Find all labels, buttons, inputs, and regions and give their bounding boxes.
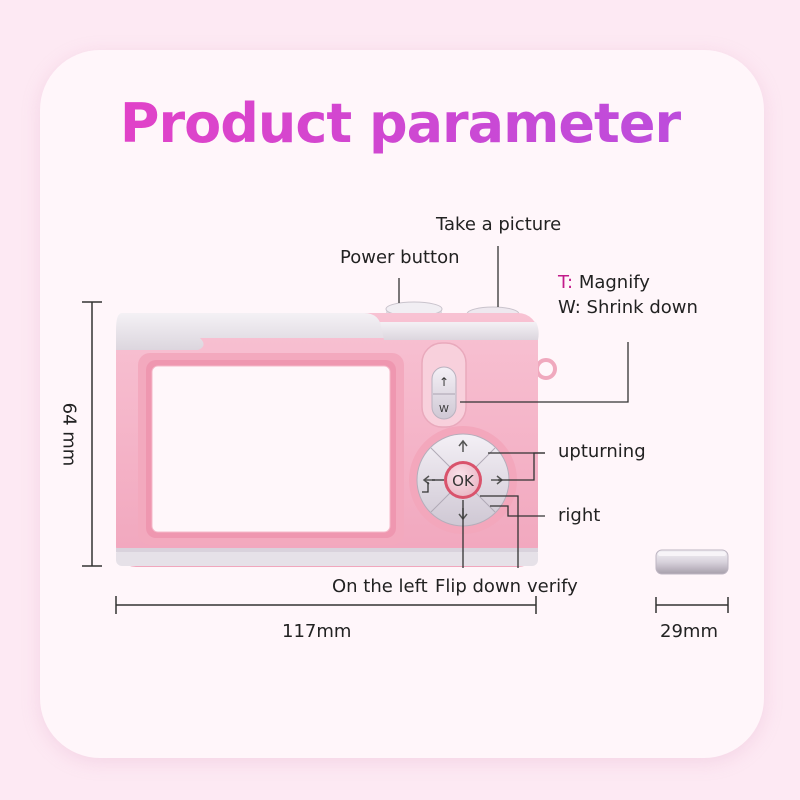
height-dimension-line xyxy=(82,301,102,567)
ok-button[interactable] xyxy=(444,461,482,499)
dpad-up-arrow-icon[interactable] xyxy=(458,439,468,452)
shrink-label: W: Shrink down xyxy=(558,297,698,318)
flip-down-label: Flip down xyxy=(435,576,522,597)
camera-side-view xyxy=(655,549,729,575)
ok-button-label: OK xyxy=(452,472,475,490)
width-dimension-label: 117mm xyxy=(282,621,352,642)
magnify-prefix: T: xyxy=(558,272,574,293)
take-picture-label: Take a picture xyxy=(436,214,562,235)
on-the-left-label: On the left xyxy=(332,576,428,597)
depth-dimension-label: 29mm xyxy=(660,621,718,642)
magnify-text: Magnify xyxy=(573,272,650,293)
right-label: right xyxy=(558,505,601,526)
magnify-label: T: Magnify xyxy=(558,272,650,293)
verify-label: verify xyxy=(527,576,578,597)
strap-lug xyxy=(535,358,557,380)
zoom-rocker[interactable] xyxy=(421,342,467,428)
zoom-w-label: W xyxy=(439,404,449,415)
upturning-label: upturning xyxy=(558,441,646,462)
power-button-label: Power button xyxy=(340,247,460,268)
zoom-up-icon: ↑ xyxy=(439,375,449,389)
page-title: Product parameter xyxy=(0,92,800,155)
height-dimension-label: 64 mm xyxy=(58,402,80,467)
callout-lines xyxy=(398,246,629,568)
depth-dimension-line xyxy=(655,597,729,613)
lcd-screen xyxy=(151,365,391,533)
width-dimension-line xyxy=(115,596,537,614)
